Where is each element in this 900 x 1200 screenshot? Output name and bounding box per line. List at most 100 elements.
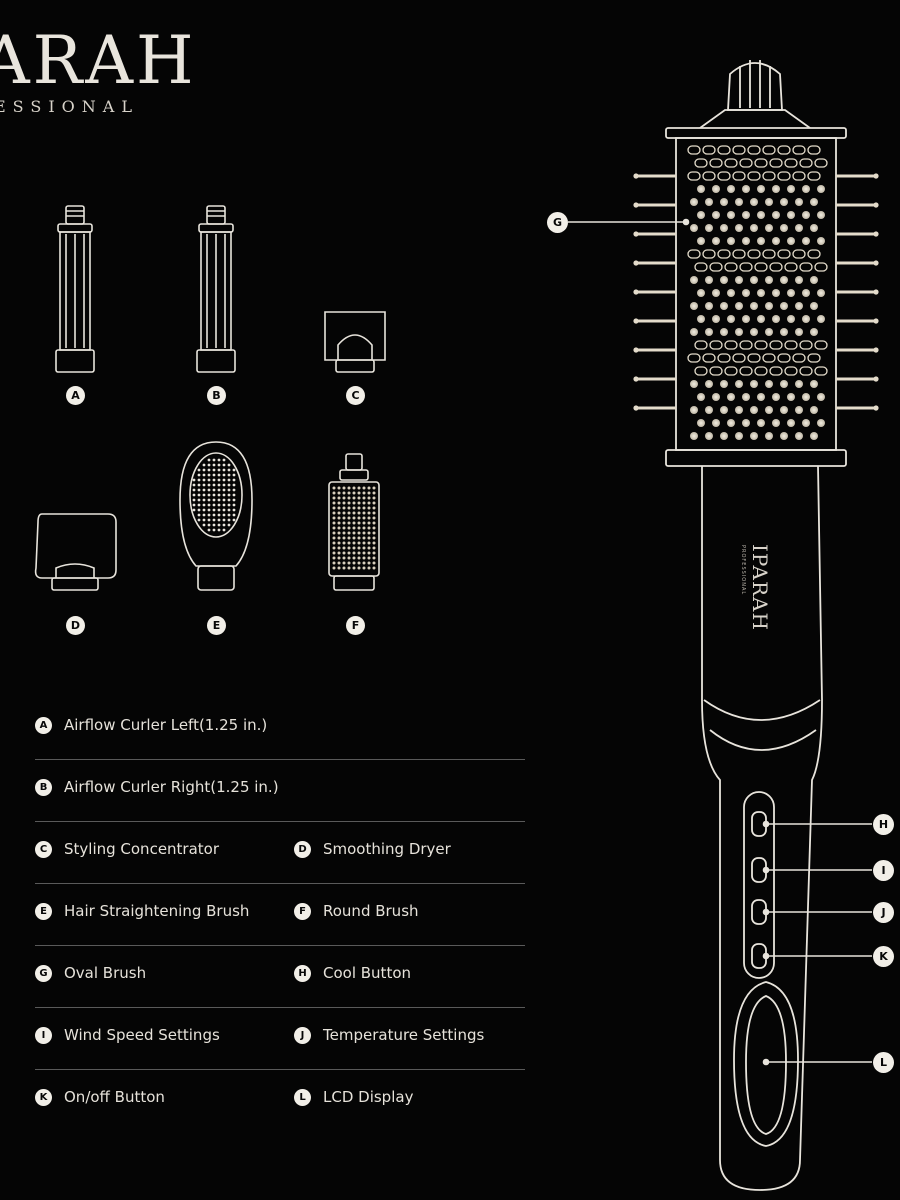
bristle-dot	[795, 380, 803, 388]
bristle-dot	[222, 493, 226, 497]
bristle-dot	[352, 561, 356, 565]
vent-slot	[777, 249, 791, 259]
bristle-dot	[362, 521, 366, 525]
bristle-tip	[633, 202, 639, 208]
bristle-dot	[342, 496, 346, 500]
bristle-dot	[207, 473, 211, 477]
bristle-dot	[337, 496, 341, 500]
bristle-dot	[372, 526, 376, 530]
bristle-dot	[347, 551, 351, 555]
bristle-dot	[720, 432, 728, 440]
bristle-dot	[337, 531, 341, 535]
bristle-dot	[367, 551, 371, 555]
bristle-dot	[372, 551, 376, 555]
legend-badge: D	[294, 841, 311, 858]
bristle-dot	[780, 198, 788, 206]
bristle-dot	[780, 328, 788, 336]
legend-badge: C	[35, 841, 52, 858]
bristle-tip	[873, 376, 879, 382]
bristle-dot	[372, 536, 376, 540]
vent-slot	[769, 366, 783, 376]
bristle-dot	[217, 463, 221, 467]
bristle-dot	[787, 289, 795, 297]
bristle-dot	[712, 211, 720, 219]
bristle-dot	[342, 516, 346, 520]
bristle-dot	[337, 516, 341, 520]
bristle-dot	[217, 478, 221, 482]
bristle-dot	[690, 406, 698, 414]
vent-slot	[747, 249, 761, 259]
bristle-dot	[202, 483, 206, 487]
bristle-dot	[212, 483, 216, 487]
bristle-dot	[192, 503, 196, 507]
vent-slot	[769, 158, 783, 168]
bristle-dot	[367, 541, 371, 545]
bristle-dot	[232, 503, 236, 507]
legend-badge: E	[35, 903, 52, 920]
bristle-dot	[810, 276, 818, 284]
bristle-dot	[735, 432, 743, 440]
bristle-dot	[202, 498, 206, 502]
bristle-dot	[192, 478, 196, 482]
bristle-dot	[750, 302, 758, 310]
bristle-dot	[217, 498, 221, 502]
bristle-dot	[232, 473, 236, 477]
bristle-tip	[633, 289, 639, 295]
bristle-dot	[372, 496, 376, 500]
vent-slot	[694, 340, 708, 350]
bristle-dot	[780, 406, 788, 414]
bristle-dot	[352, 551, 356, 555]
bristle-dot	[222, 503, 226, 507]
bristle-dot	[720, 198, 728, 206]
legend-label: Smoothing Dryer	[323, 840, 451, 858]
bristle-dot	[795, 224, 803, 232]
bristle-dot	[347, 536, 351, 540]
bristle-dot	[212, 473, 216, 477]
bristle-dot	[342, 561, 346, 565]
bristle-dot	[337, 561, 341, 565]
vent-slot	[687, 171, 701, 181]
bristle-dot	[347, 511, 351, 515]
bristle-dot	[347, 526, 351, 530]
bristle-dot	[347, 531, 351, 535]
vent-slot	[814, 158, 828, 168]
bristle-dot	[352, 566, 356, 570]
bristle-dot	[802, 315, 810, 323]
bristle-dot	[727, 419, 735, 427]
bristle-dot	[372, 506, 376, 510]
bristle-dot	[332, 531, 336, 535]
bristle-dot	[690, 432, 698, 440]
vent-slot	[732, 145, 746, 155]
bristle-dot	[347, 566, 351, 570]
vent-slot	[732, 353, 746, 363]
bristle-dot	[372, 556, 376, 560]
bristle-dot	[212, 468, 216, 472]
bristle-dot	[232, 478, 236, 482]
bristle-tip	[633, 347, 639, 353]
vent-slot	[769, 262, 783, 272]
bristle-dot	[765, 276, 773, 284]
bristle-dot	[817, 393, 825, 401]
bristle-dot	[222, 483, 226, 487]
bristle-dot	[367, 516, 371, 520]
bristle-dot	[772, 315, 780, 323]
bristle-dot	[232, 488, 236, 492]
legend-row: A Airflow Curler Left(1.25 in.)	[35, 697, 525, 760]
bristle-tip	[633, 260, 639, 266]
vent-slot	[807, 353, 821, 363]
bristle-dot	[207, 528, 211, 532]
bristle-dot	[197, 503, 201, 507]
legend-badge: B	[35, 779, 52, 796]
bristle-dot	[367, 536, 371, 540]
bristle-dot	[197, 498, 201, 502]
vent-slot	[694, 262, 708, 272]
legend-label: Hair Straightening Brush	[64, 902, 250, 920]
bristle-dot	[222, 478, 226, 482]
bristle-dot	[332, 566, 336, 570]
bristle-dot	[337, 526, 341, 530]
bristle-dot	[352, 556, 356, 560]
bristle-dot	[342, 526, 346, 530]
bristle-dot	[197, 473, 201, 477]
bristle-dot	[222, 518, 226, 522]
bristle-dot	[357, 511, 361, 515]
